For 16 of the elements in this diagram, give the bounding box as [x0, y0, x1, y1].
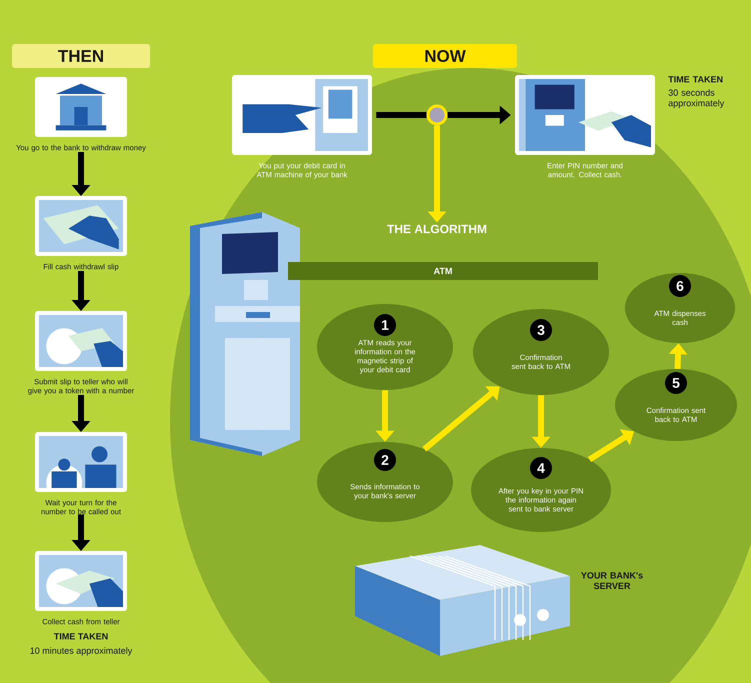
time-taken-value: 10 minutes approximately	[30, 647, 132, 656]
server-label: YOUR BANK's SERVER	[581, 572, 643, 590]
title-banner: THEN	[12, 44, 150, 68]
time-taken-heading: TIME TAKEN	[54, 633, 108, 640]
number-badge: 5	[665, 372, 687, 394]
number-badge: 4	[530, 457, 552, 479]
number-badge: 6	[669, 275, 691, 297]
title-banner: NOW	[373, 44, 517, 68]
number-badge: 1	[374, 314, 396, 336]
junction-dot	[426, 104, 448, 126]
title-band: ATM	[288, 262, 598, 280]
number-badge: 3	[530, 319, 552, 341]
time-taken-heading: TIME TAKEN	[668, 76, 722, 82]
time-taken-value: 30 seconds approximately	[668, 89, 724, 108]
number-badge: 2	[374, 449, 396, 471]
section-heading: THE ALGORITHM	[387, 224, 486, 234]
